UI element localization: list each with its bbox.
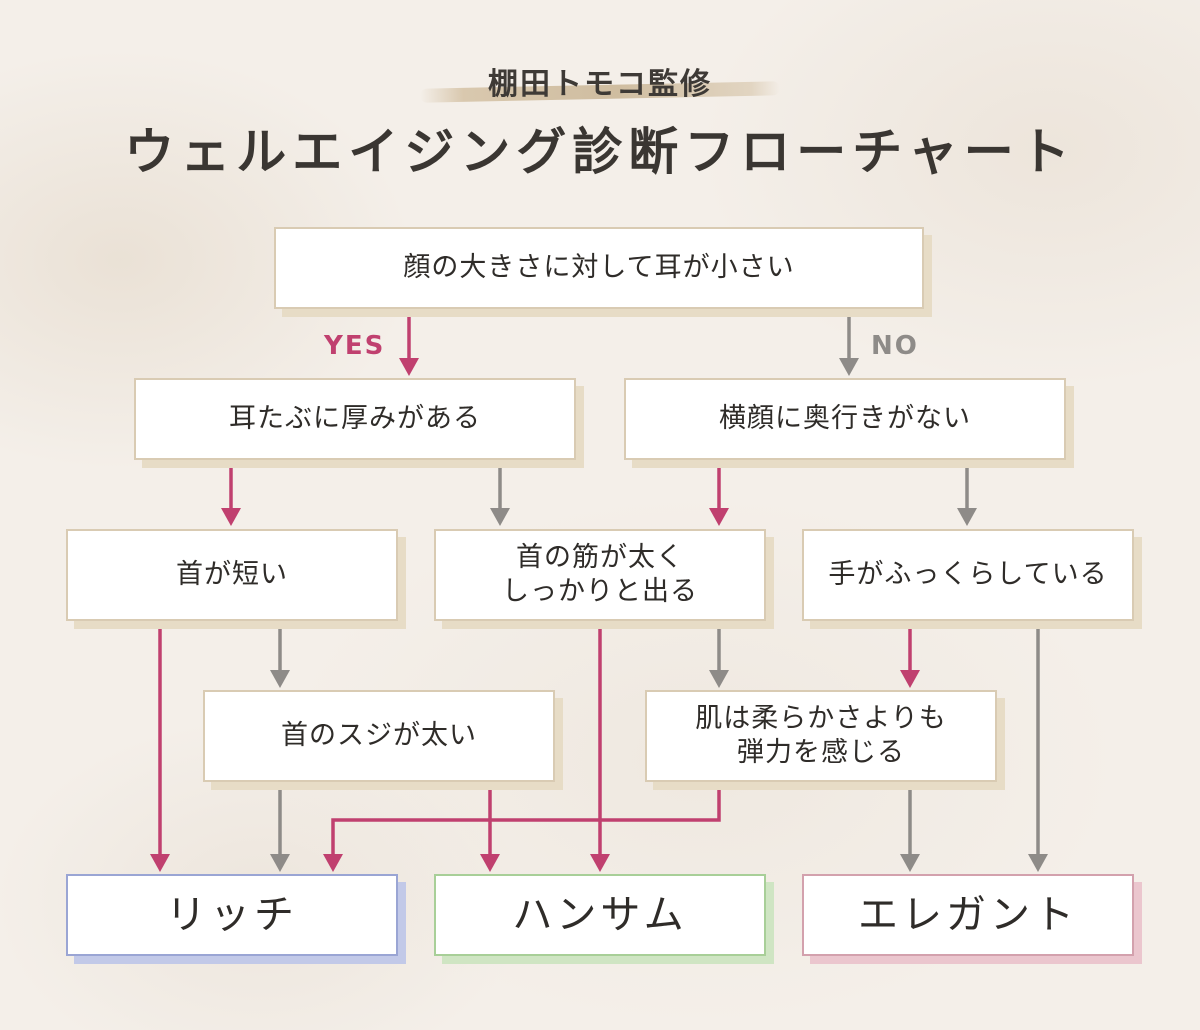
arrow-q1-no <box>839 316 859 376</box>
result-handsome-text: ハンサム <box>512 892 688 938</box>
arrow-q6-no-head <box>1028 854 1048 872</box>
question-q6-text: 手がふっくらしている <box>828 559 1108 591</box>
arrow-q4-no-head <box>270 670 290 688</box>
question-q3: 横顔に奥行きがない <box>624 378 1066 460</box>
question-q4: 首が短い <box>66 529 398 621</box>
arrow-q5-no <box>709 627 729 688</box>
question-q6: 手がふっくらしている <box>802 529 1134 621</box>
question-q2-text: 耳たぶに厚みがある <box>229 403 481 435</box>
question-q2: 耳たぶに厚みがある <box>134 378 576 460</box>
question-q1-text: 顔の大きさに対して耳が小さい <box>403 252 795 284</box>
arrow-q3-yes <box>709 466 729 526</box>
arrow-q5-yes-head <box>590 854 610 872</box>
arrow-q8-yes <box>323 788 721 872</box>
arrow-q6-no <box>1028 627 1048 872</box>
question-q8-text: 肌は柔らかさよりも 弾力を感じる <box>695 703 947 768</box>
subtitle: 棚田トモコ監修 <box>488 67 712 102</box>
question-q4-text: 首が短い <box>176 559 288 591</box>
arrow-q6-yes <box>900 627 920 688</box>
question-q5: 首の筋が太く しっかりと出る <box>434 529 766 621</box>
arrow-q1-yes-head <box>399 358 419 376</box>
arrow-q6-yes-head <box>900 670 920 688</box>
arrow-q7-yes <box>480 788 500 872</box>
question-q1: 顔の大きさに対して耳が小さい <box>274 227 924 309</box>
arrow-q8-yes-line <box>331 788 721 858</box>
no-label: NO <box>871 331 919 361</box>
arrow-q2-no <box>490 466 510 526</box>
arrow-q8-no <box>900 788 920 872</box>
arrow-q4-yes-head <box>150 854 170 872</box>
arrow-q3-no-head <box>957 508 977 526</box>
arrow-q8-yes-head <box>323 854 343 872</box>
yes-label: YES <box>324 331 386 361</box>
question-q8: 肌は柔らかさよりも 弾力を感じる <box>645 690 997 782</box>
result-elegant-text: エレガント <box>858 892 1078 938</box>
arrow-q2-yes <box>221 466 241 526</box>
subtitle-area: 棚田トモコ監修 <box>0 55 1200 105</box>
arrow-q3-no <box>957 466 977 526</box>
arrow-q8-no-head <box>900 854 920 872</box>
question-q3-text: 横顔に奥行きがない <box>719 403 971 435</box>
question-q7: 首のスジが太い <box>203 690 555 782</box>
result-rich: リッチ <box>66 874 398 956</box>
arrow-q1-yes <box>399 316 419 376</box>
arrow-q2-yes-head <box>221 508 241 526</box>
arrow-q4-yes <box>150 627 170 872</box>
result-handsome: ハンサム <box>434 874 766 956</box>
arrow-q4-no <box>270 627 290 688</box>
arrow-q5-no-head <box>709 670 729 688</box>
arrow-q7-yes-head <box>480 854 500 872</box>
question-q5-text: 首の筋が太く しっかりと出る <box>502 542 698 607</box>
arrow-q3-yes-head <box>709 508 729 526</box>
arrow-q1-no-head <box>839 358 859 376</box>
arrow-q7-no <box>270 788 290 872</box>
result-rich-text: リッチ <box>166 892 298 938</box>
arrow-q5-yes <box>590 627 610 872</box>
result-elegant: エレガント <box>802 874 1134 956</box>
arrow-q2-no-head <box>490 508 510 526</box>
arrow-q7-no-head <box>270 854 290 872</box>
page-title: ウェルエイジング診断フローチャート <box>124 123 1076 181</box>
question-q7-text: 首のスジが太い <box>281 720 477 752</box>
